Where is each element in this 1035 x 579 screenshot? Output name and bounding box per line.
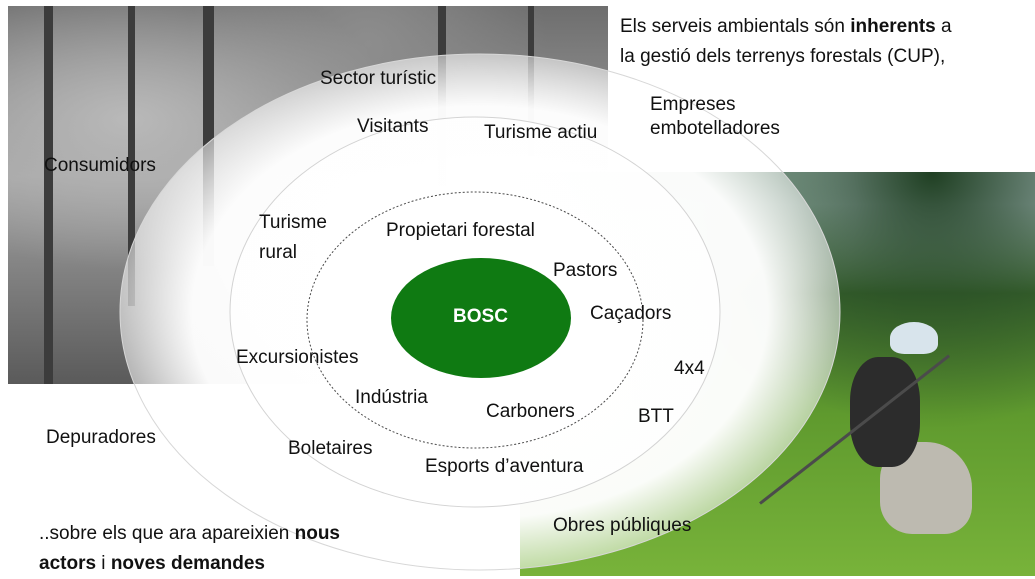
tree-trunk	[128, 6, 135, 306]
label-4x4: 4x4	[674, 358, 705, 379]
label-turisme-rural-1: Turisme	[259, 212, 327, 233]
conclusion-prefix: ..sobre els que ara apareixien	[39, 523, 295, 544]
intro-bold: inherents	[850, 16, 936, 37]
label-turisme-actiu: Turisme actiu	[484, 122, 598, 143]
label-visitants: Visitants	[357, 116, 429, 137]
label-turisme-rural-2: rural	[259, 242, 298, 263]
label-cacadors: Caçadors	[590, 303, 672, 324]
hiker-hat	[890, 322, 938, 354]
hiker	[850, 357, 920, 467]
conclusion-bold-2: actors	[39, 553, 97, 574]
label-empreses-1: Empreses	[650, 94, 736, 115]
center-ellipse	[391, 258, 571, 378]
label-sector-turistic: Sector turístic	[320, 68, 437, 89]
label-esports-aventura: Esports d’aventura	[425, 456, 584, 477]
label-empreses-2: embotelladores	[650, 118, 780, 139]
label-industria: Indústria	[355, 387, 428, 408]
label-carboners: Carboners	[486, 401, 575, 422]
label-btt: BTT	[638, 406, 674, 427]
label-propietari-forestal: Propietari forestal	[386, 220, 535, 241]
label-excursionistes: Excursionistes	[236, 347, 359, 368]
conclusion-text: ..sobre els que ara apareixien nous acto…	[39, 519, 340, 579]
center-label: BOSC	[453, 306, 508, 327]
label-consumidors: Consumidors	[44, 155, 156, 176]
intro-text: Els serveis ambientals són inherents a l…	[620, 12, 952, 72]
label-boletaires: Boletaires	[288, 438, 373, 459]
label-obres-publiques: Obres públiques	[553, 515, 692, 536]
intro-suffix: a	[935, 16, 952, 37]
conclusion-bold-3: noves demandes	[110, 553, 265, 574]
conclusion-mid: i	[96, 553, 111, 574]
tree-trunk	[203, 6, 214, 266]
intro-prefix: Els serveis ambientals són	[620, 16, 851, 37]
tree-trunk	[44, 6, 53, 384]
conclusion-bold-1: nous	[294, 523, 340, 544]
label-pastors: Pastors	[553, 260, 618, 281]
intro-line2: la gestió dels terrenys forestals (CUP),	[620, 46, 946, 67]
label-depuradores: Depuradores	[46, 427, 156, 448]
